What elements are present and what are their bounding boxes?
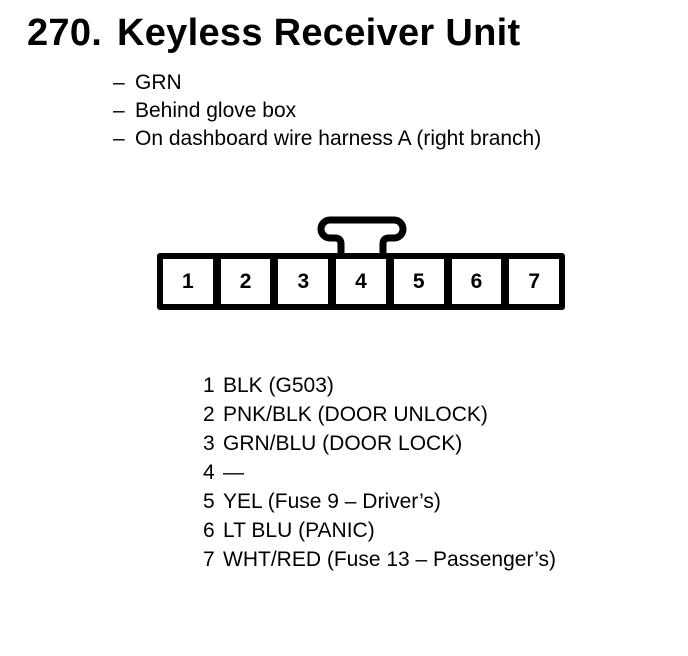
cavity-number: 2 [239,269,252,293]
note-item: – GRN [113,69,541,97]
cavity-number: 7 [528,269,541,293]
note-text: On dashboard wire harness A (right branc… [135,127,542,150]
pin-description: — [223,461,244,484]
cavity-number: 4 [355,269,367,293]
section-header: 270. Keyless Receiver Unit [27,12,520,56]
cavity-number: 5 [412,269,425,293]
connector-cavity: 3 [278,259,329,304]
pinout-row: 4 — [203,458,556,487]
cavity-number: 1 [182,269,194,293]
pin-number: 5 [203,490,215,513]
pin-number: 2 [203,403,215,426]
pin-description: WHT/RED (Fuse 13 – Passenger’s) [223,548,556,571]
pinout-row: 3 GRN/BLU (DOOR LOCK) [203,429,556,458]
pin-number: 6 [203,519,215,542]
note-item: – Behind glove box [113,97,541,125]
pin-number: 1 [203,374,215,397]
cavity-number: 3 [297,269,310,293]
connector-latch-icon [317,216,407,254]
notes-list: – GRN – Behind glove box – On dashboard … [113,69,541,153]
pinout-row: 2 PNK/BLK (DOOR UNLOCK) [203,400,556,429]
note-text: Behind glove box [135,99,297,122]
note-text: GRN [135,71,182,94]
note-dash: – [113,127,125,150]
pin-number: 7 [203,548,215,571]
note-dash: – [113,99,125,122]
connector-cavity: 2 [220,259,271,304]
connector-cavity: 1 [163,259,213,304]
connector-cavity: 5 [393,259,444,304]
connector-cavity: 7 [509,259,560,304]
pin-number: 4 [203,461,215,484]
cavity-number: 6 [470,269,483,293]
pin-description: YEL (Fuse 9 – Driver’s) [223,490,441,513]
pinout-row: 5 YEL (Fuse 9 – Driver’s) [203,487,556,516]
pin-description: LT BLU (PANIC) [223,519,375,542]
pinout-row: 7 WHT/RED (Fuse 13 – Passenger’s) [203,545,556,574]
pin-description: PNK/BLK (DOOR UNLOCK) [223,403,488,426]
connector-diagram: 1 2 3 4 5 6 7 [157,253,565,310]
pin-number: 3 [203,432,215,455]
pinout-list: 1 BLK (G503) 2 PNK/BLK (DOOR UNLOCK) 3 G… [203,371,556,574]
connector-cavity: 4 [336,259,386,304]
note-dash: – [113,71,125,94]
page-title: Keyless Receiver Unit [117,12,521,54]
section-number: 270. [27,12,103,54]
pinout-row: 1 BLK (G503) [203,371,556,400]
connector-cavity: 6 [451,259,502,304]
note-item: – On dashboard wire harness A (right bra… [113,125,541,153]
pin-description: GRN/BLU (DOOR LOCK) [223,432,463,455]
pin-description: BLK (G503) [223,374,334,397]
pinout-row: 6 LT BLU (PANIC) [203,516,556,545]
